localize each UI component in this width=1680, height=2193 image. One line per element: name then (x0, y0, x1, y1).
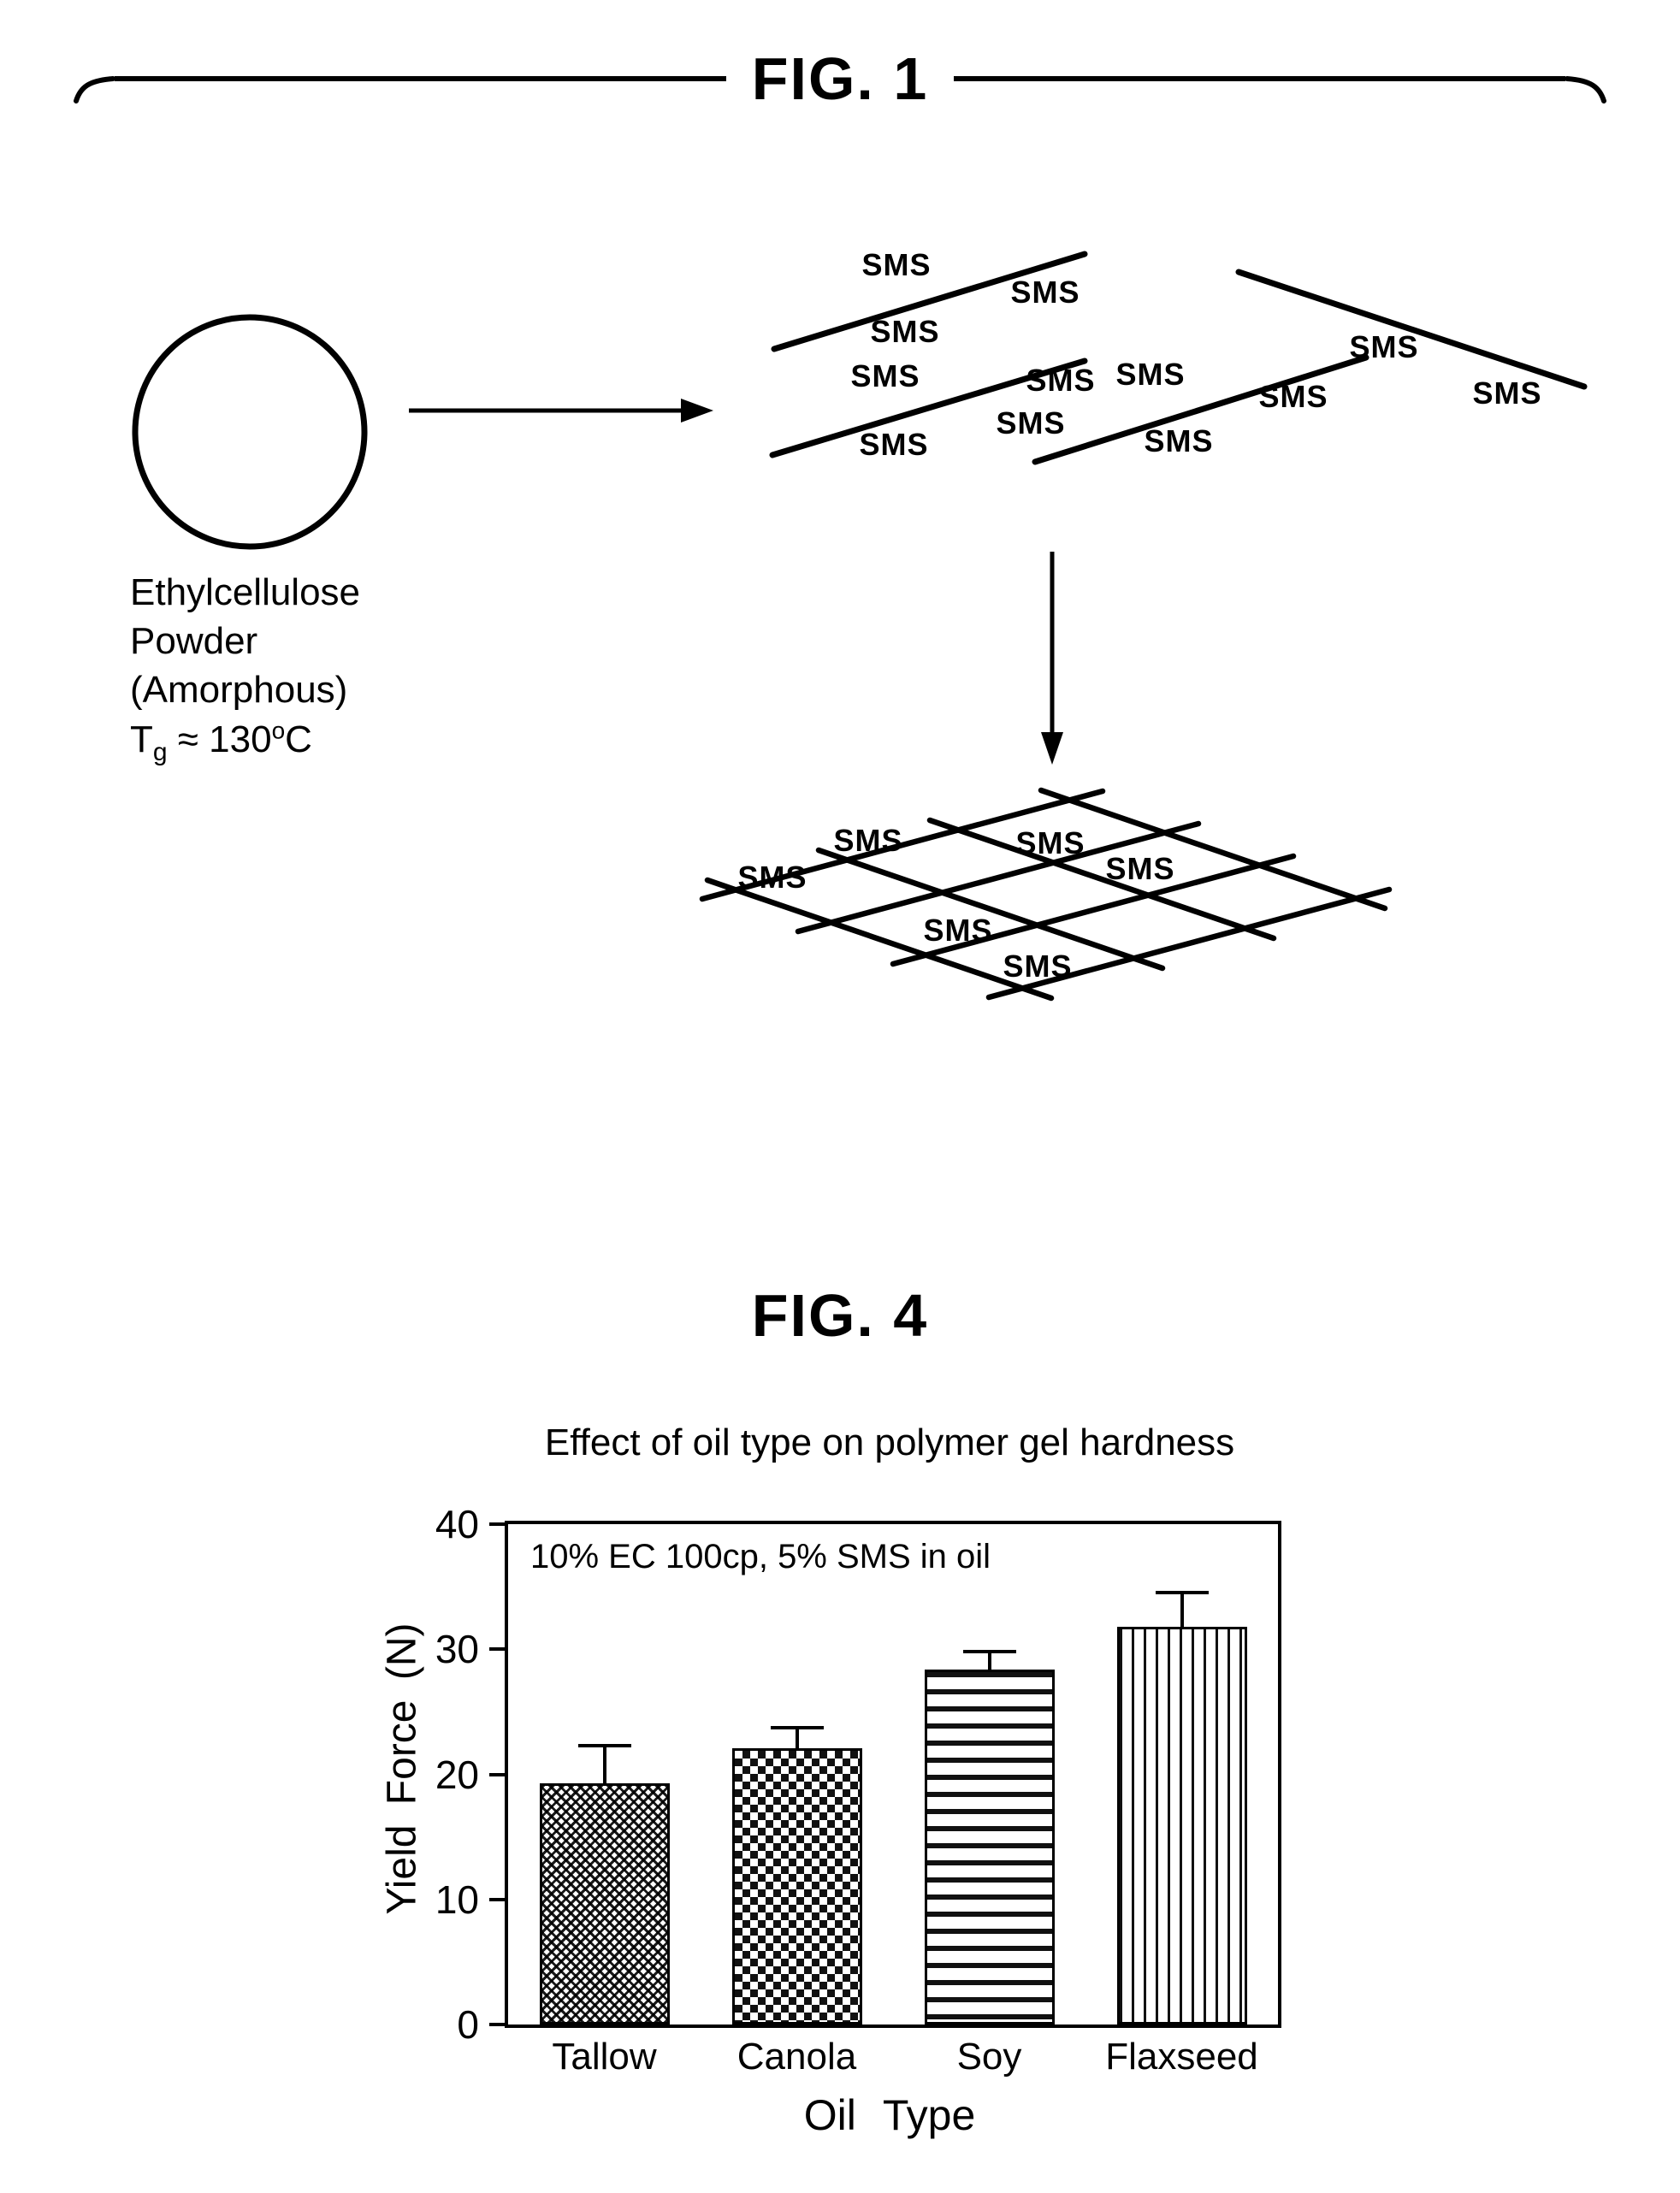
sms-label: SMS (923, 913, 992, 948)
error-bar-whisker (602, 1745, 606, 1783)
bar-canola (731, 1747, 862, 2025)
y-axis-tick-label: 30 (435, 1627, 479, 1672)
polymer-network-mesh (699, 787, 1393, 1002)
y-axis-tick (489, 1522, 505, 1526)
arrow-down-icon (1041, 552, 1063, 765)
caption-line: (Amorphous) (130, 669, 348, 712)
y-axis-tick-label: 40 (435, 1502, 479, 1546)
fig1-header: FIG. 1 (0, 44, 1680, 113)
caption-line: Powder (130, 620, 258, 663)
fig1-diagram: SMS SMS SMS SMS SMS SMS SMS SMS SMS SMS … (132, 247, 1588, 1002)
sms-label: SMS (996, 405, 1065, 440)
bar-soy (924, 1669, 1055, 2025)
sms-label: SMS (1349, 329, 1418, 364)
sms-label: SMS (1105, 851, 1174, 886)
sms-label: SMS (1003, 949, 1072, 984)
x-tick-label: Canola (736, 2036, 857, 2078)
y-axis-tick-label: 20 (435, 1752, 479, 1797)
fig4-title: FIG. 4 (751, 1282, 929, 1349)
fig4-header: FIG. 4 (0, 1281, 1680, 1350)
chart-title: Effect of oil type on polymer gel hardne… (544, 1422, 1235, 1463)
sms-label: SMS (859, 427, 928, 462)
rule-hook-left-icon (74, 76, 115, 103)
sms-strands (769, 251, 1588, 465)
sms-label: SMS (1115, 357, 1185, 392)
caption-line: Ethylcellulose (130, 571, 361, 613)
tg-subscript: g (152, 737, 168, 766)
rule-line (954, 76, 1566, 81)
error-bar-cap (577, 1743, 631, 1747)
rule-line (115, 76, 726, 81)
y-axis-tick-label: 0 (457, 2002, 479, 2047)
tg-mid: ≈ 130 (167, 718, 272, 760)
fig1-header-rule-right (954, 48, 1607, 109)
mesh-sms-labels: SMS SMS SMS SMS SMS SMS (737, 823, 1174, 984)
error-bar-cap (1155, 1591, 1209, 1595)
error-bar-whisker (1180, 1593, 1184, 1627)
caption-tg-line: Tg ≈ 130oC (130, 715, 360, 769)
ethylcellulose-powder-circle (132, 314, 368, 550)
sms-label: SMS (1472, 375, 1541, 411)
sms-label: SMS (737, 860, 807, 895)
tg-superscript: o (271, 716, 286, 743)
sms-label: SMS (850, 358, 920, 393)
sms-strand-labels: SMS SMS SMS SMS SMS SMS SMS SMS SMS SMS … (850, 247, 1541, 462)
x-tick-label: Soy (956, 2036, 1022, 2078)
y-axis-tick (489, 1772, 505, 1776)
sms-label: SMS (861, 247, 931, 282)
sms-label: SMS (1144, 423, 1213, 458)
rule-hook-right-icon (1565, 76, 1607, 103)
sms-label: SMS (1026, 363, 1095, 398)
sms-label: SMS (1015, 825, 1085, 860)
tg-prefix: T (130, 718, 153, 760)
x-tick-label: Flaxseed (1105, 2036, 1258, 2078)
y-axis-tick (489, 2023, 505, 2026)
x-tick-label: Tallow (552, 2036, 657, 2078)
bar-tallow (539, 1782, 670, 2025)
error-bar-cap (770, 1726, 824, 1730)
fig1-header-rule-left (74, 48, 726, 109)
y-axis-tick-label: 10 (435, 1877, 479, 1922)
sms-label: SMS (833, 823, 902, 858)
fig1-title: FIG. 1 (751, 45, 929, 112)
y-axis-tick (489, 1897, 505, 1901)
y-axis-tick (489, 1647, 505, 1652)
plot-annotation: 10% EC 100cp, 5% SMS in oil (530, 1538, 991, 1575)
fig1-caption: Ethylcellulose Powder (Amorphous) Tg ≈ 1… (130, 568, 360, 768)
y-axis-title: Yield Force (N) (379, 1623, 425, 1915)
error-bar-cap (962, 1650, 1016, 1654)
sms-label: SMS (1010, 275, 1080, 310)
arrow-right-icon (409, 399, 713, 423)
bar-flaxseed (1116, 1626, 1247, 2025)
error-bar-whisker (795, 1728, 799, 1748)
x-axis-title: Oil Type (803, 2091, 976, 2139)
sms-label: SMS (870, 314, 939, 349)
error-bar-whisker (987, 1652, 991, 1670)
tg-suffix: C (285, 718, 312, 760)
sms-label: SMS (1258, 379, 1328, 414)
